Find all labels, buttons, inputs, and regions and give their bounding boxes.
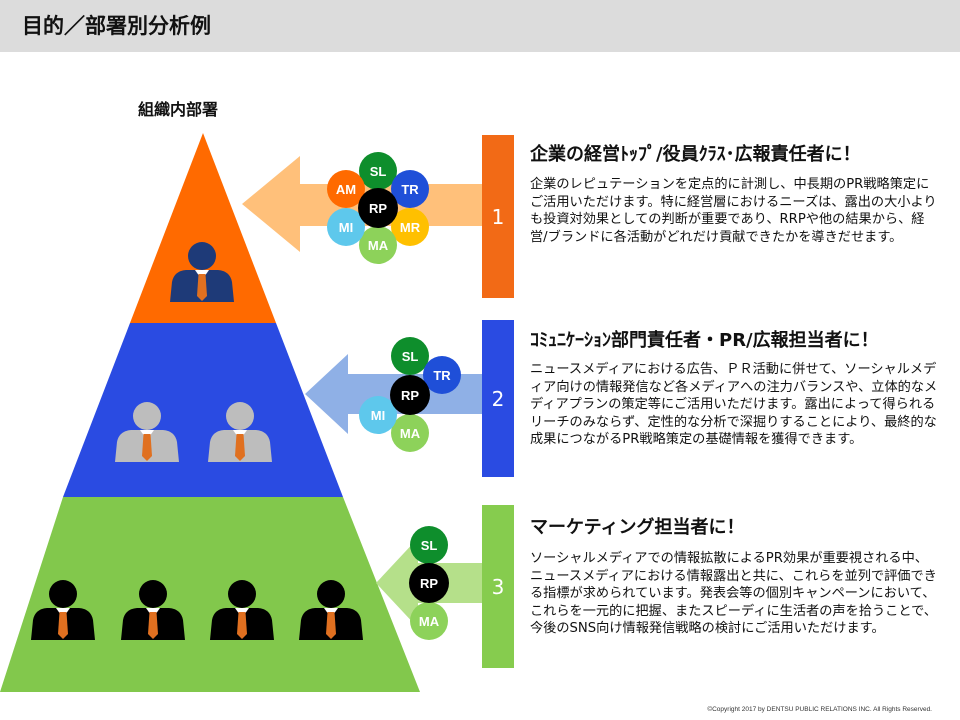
metric-circle-rp: RP <box>390 375 430 415</box>
metric-circle-sl: SL <box>410 526 448 564</box>
copyright: ©Copyright 2017 by DENTSU PUBLIC RELATIO… <box>707 706 932 713</box>
metric-circle-ma: MA <box>359 226 397 264</box>
metric-circle-sl: SL <box>391 337 429 375</box>
metric-circle-ma: MA <box>391 414 429 452</box>
metric-circle-rp: RP <box>358 188 398 228</box>
section-body-1: 企業のレピュテーションを定点的に計測し、中長期のPR戦略策定にご活用いただけます… <box>530 177 937 245</box>
metric-circle-mr: MR <box>391 208 429 246</box>
section-number-1: 1 <box>482 135 514 298</box>
metric-circle-rp: RP <box>409 563 449 603</box>
pyramid-tier-1 <box>130 133 276 323</box>
metric-circle-tr: TR <box>391 170 429 208</box>
section-title-1: 企業の経営ﾄｯﾌﾟ/役員ｸﾗｽ･広報責任者に！ <box>530 144 861 165</box>
section-title-2: ｺﾐｭﾆｹｰｼｮﾝ部門責任者・PR/広報担当者に！ <box>530 330 879 351</box>
page-title: 目的／部署別分析例 <box>22 14 211 38</box>
section-number-3: 3 <box>482 505 514 668</box>
metric-circle-sl: SL <box>359 152 397 190</box>
section-body-3: ソーシャルメディアでの情報拡散によるPR効果が重要視される中、ニュースメディアに… <box>530 551 937 637</box>
metric-circle-ma: MA <box>410 602 448 640</box>
metric-circle-tr: TR <box>423 356 461 394</box>
pyramid-tier-3 <box>0 497 420 692</box>
pyramid-label: 組織内部署 <box>138 100 219 119</box>
section-number-2: 2 <box>482 320 514 477</box>
header-bar <box>0 0 960 52</box>
section-title-3: マーケティング担当者に！ <box>530 517 745 538</box>
section-body-2: ニュースメディアにおける広告、ＰＲ活動に併せて、ソーシャルメディア向けの情報発信… <box>530 362 938 448</box>
pyramid-tier-2 <box>63 323 343 497</box>
